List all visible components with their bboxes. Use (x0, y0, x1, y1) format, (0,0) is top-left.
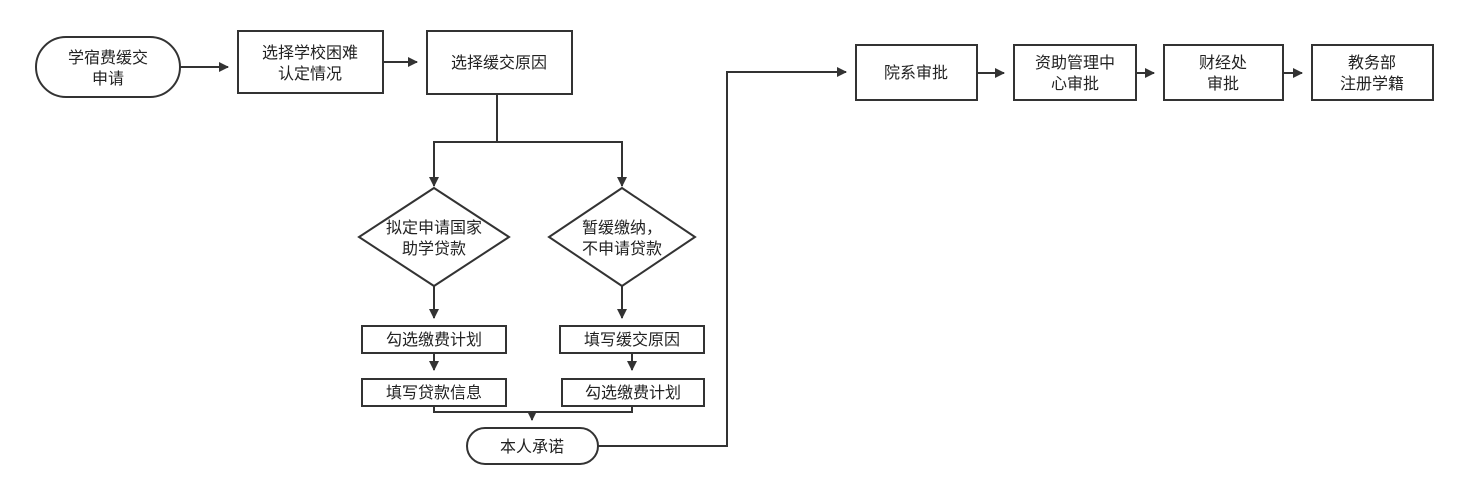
node-defer-plan-line-1: 勾选缴费计划 (585, 383, 681, 402)
node-aid-center: 资助管理中 心审批 (1013, 44, 1137, 101)
node-loan-info-line-1: 填写贷款信息 (386, 383, 482, 402)
edge-loan-info-to-commitment (433, 406, 537, 421)
node-defer-plan: 勾选缴费计划 (561, 378, 705, 407)
node-registry: 教务部 注册学籍 (1311, 44, 1434, 101)
node-defer-branch-line-2: 不申请贷款 (582, 239, 662, 258)
edge-defer-reason-split (433, 94, 498, 186)
node-defer-branch: 暂缓缴纳， 不申请贷款 (547, 186, 697, 288)
node-registry-line-1: 教务部 (1348, 53, 1396, 72)
node-defer-reason-line-1: 选择缓交原因 (451, 53, 547, 72)
node-defer-fill-reason-line-1: 填写缓交原因 (584, 330, 680, 349)
node-defer-branch-line-1: 暂缓缴纳， (582, 218, 662, 237)
node-aid-center-line-1: 资助管理中 (1035, 53, 1115, 72)
node-loan-info: 填写贷款信息 (361, 378, 507, 407)
edges (180, 57, 1303, 447)
node-loan-branch: 拟定申请国家 助学贷款 (357, 186, 511, 288)
node-school-status-line-1: 选择学校困难 (262, 43, 358, 62)
node-registry-line-2: 注册学籍 (1340, 74, 1404, 93)
node-start: 学宿费缓交 申请 (35, 36, 181, 98)
node-finance-line-2: 审批 (1207, 74, 1239, 93)
node-commitment-line-1: 本人承诺 (500, 437, 564, 456)
node-aid-center-line-2: 心审批 (1051, 74, 1099, 93)
edge-commitment-to-dept-approval (598, 67, 847, 447)
node-start-line-1: 学宿费缓交 (68, 48, 148, 67)
node-dept-approval-line-1: 院系审批 (884, 63, 948, 82)
node-start-line-2: 申请 (92, 69, 124, 88)
node-loan-plan: 勾选缴费计划 (361, 325, 507, 354)
edge-defer-reason-to-defer-branch (497, 141, 627, 187)
node-dept-approval: 院系审批 (855, 44, 978, 101)
node-loan-plan-line-1: 勾选缴费计划 (386, 330, 482, 349)
node-commitment: 本人承诺 (466, 427, 599, 465)
node-loan-branch-line-2: 助学贷款 (402, 239, 466, 258)
edge-defer-plan-to-commitment (532, 406, 633, 413)
node-loan-branch-line-1: 拟定申请国家 (386, 218, 482, 237)
node-finance: 财经处 审批 (1163, 44, 1284, 101)
node-school-status: 选择学校困难 认定情况 (237, 30, 384, 94)
node-finance-line-1: 财经处 (1199, 53, 1247, 72)
node-defer-fill-reason: 填写缓交原因 (559, 325, 705, 354)
node-school-status-line-2: 认定情况 (278, 64, 342, 83)
node-defer-reason: 选择缓交原因 (426, 30, 573, 95)
